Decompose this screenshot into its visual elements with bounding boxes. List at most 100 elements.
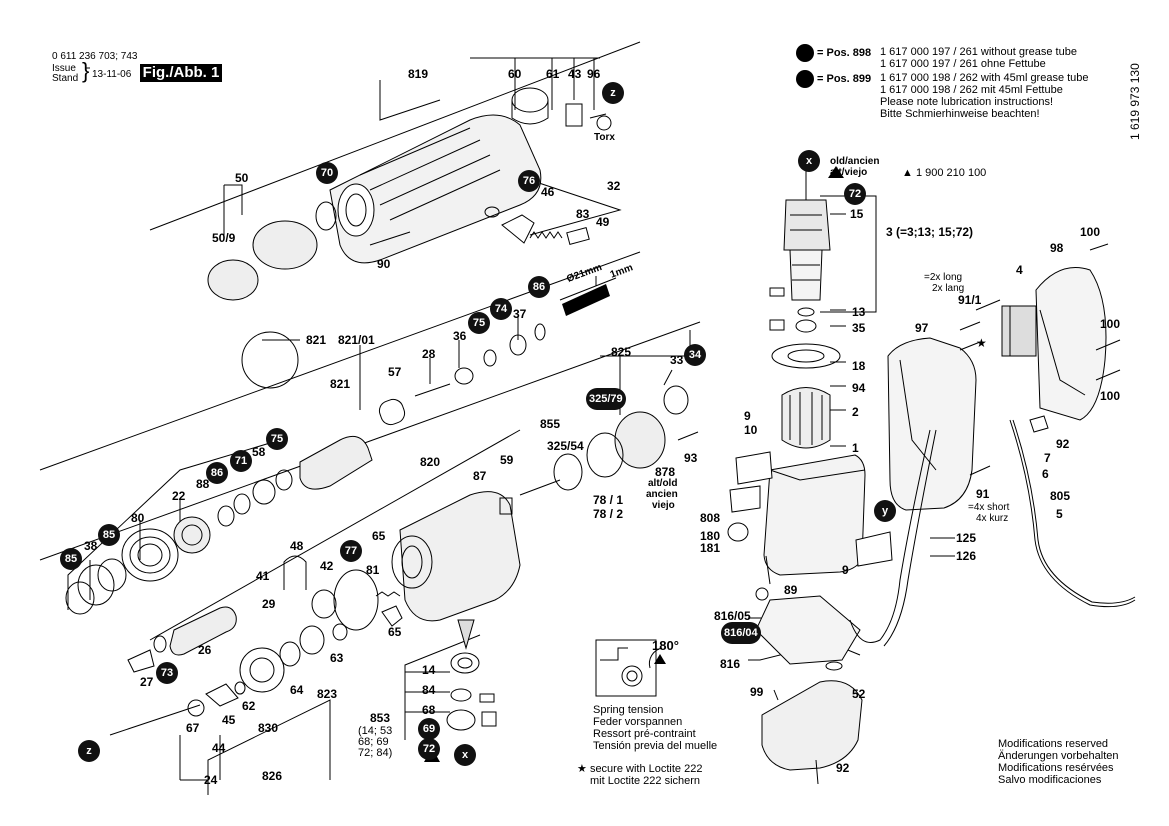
part-label-99: 99: [750, 685, 764, 699]
part-label-84: 84: [422, 683, 436, 697]
part-label-28: 28: [422, 347, 436, 361]
part-label-92: 92: [1056, 437, 1070, 451]
filled-circle-icon: [796, 44, 814, 62]
issue-label: Issue: [52, 63, 76, 74]
part-label-820: 820: [420, 455, 441, 469]
part-badge-72: 72: [844, 183, 866, 205]
old-new-line1: old/ancien: [830, 156, 880, 167]
part-label-808: 808: [700, 511, 721, 525]
part-label-4: 4: [1016, 263, 1023, 277]
loctite-note-de: mit Loctite 222 sichern: [590, 775, 701, 787]
part-label-52: 52: [852, 687, 866, 701]
brace-glyph: }: [82, 58, 90, 83]
part-label-91: 91: [976, 487, 990, 501]
part-badge-x: x: [454, 744, 476, 766]
old-new-part: ▲ 1 900 210 100: [902, 168, 986, 179]
part-badge-69: 69: [418, 718, 440, 740]
part-label-2: 2: [852, 405, 859, 419]
part-label-50: 50: [235, 171, 249, 185]
part-label-62: 62: [242, 699, 256, 713]
spring-note-es: Tensión previa del muelle: [593, 740, 718, 752]
part-label-125: 125: [956, 531, 977, 545]
triangle-icon: ▲: [902, 167, 913, 179]
pos899-label: = Pos. 899: [817, 72, 872, 85]
star-icon: ★: [577, 763, 587, 775]
part-badge-77: 77: [340, 540, 362, 562]
screw-short-en: =4x short: [968, 502, 1010, 513]
part-badge-74: 74: [490, 298, 512, 320]
part-label-81: 81: [366, 563, 380, 577]
part-label-35: 35: [852, 321, 866, 335]
part-label-38: 38: [84, 539, 98, 553]
part-label-36: 36: [453, 329, 467, 343]
part-label-181: 181: [700, 541, 721, 555]
part-label-6: 6: [1042, 467, 1049, 481]
878-old-3: viejo: [652, 500, 675, 511]
stand-label: Stand: [52, 73, 79, 84]
part-label-44: 44: [212, 741, 226, 755]
pos898-note: = Pos. 898: [796, 44, 871, 62]
part-label-50-9: 50/9: [212, 231, 236, 245]
part-label-1: 1: [852, 441, 859, 455]
part-label-91-1: 91/1: [958, 293, 982, 307]
part-badge-75: 75: [266, 428, 288, 450]
part-label-3-3-13-15-72-: 3 (=3;13; 15;72): [886, 225, 974, 239]
853-contents-3: 72; 84): [358, 747, 393, 759]
modifications-es: Salvo modificaciones: [998, 774, 1102, 786]
part-label-87: 87: [473, 469, 487, 483]
part-label-823: 823: [317, 687, 338, 701]
853-contents-1: (14; 53: [358, 725, 393, 737]
part-label-83: 83: [576, 207, 590, 221]
part-label-29: 29: [262, 597, 276, 611]
part-label-48: 48: [290, 539, 304, 553]
part-label-96: 96: [587, 67, 601, 81]
part-badge-70: 70: [316, 162, 338, 184]
part-label-49: 49: [596, 215, 610, 229]
side-code: 1 619 973 130: [1128, 63, 1142, 140]
part-label-37: 37: [513, 307, 527, 321]
878-old-1: alt/old: [648, 478, 678, 489]
part-label-821: 821: [330, 377, 351, 391]
part-label-41: 41: [256, 569, 270, 583]
part-label-7: 7: [1044, 451, 1051, 465]
part-label-92: 92: [836, 761, 850, 775]
part-badge-816-04: 816/04: [721, 622, 761, 644]
part-label-5: 5: [1056, 507, 1063, 521]
pos898-label: = Pos. 898: [817, 46, 872, 59]
spring-note-fr: Ressort pré-contraint: [593, 728, 696, 740]
part-label-100: 100: [1100, 389, 1121, 403]
modifications-fr: Modifications resérvées: [998, 762, 1114, 774]
part-badge-76: 76: [518, 170, 540, 192]
figure-label: Fig./Abb. 1: [140, 64, 222, 82]
loctite-note-en: ★ secure with Loctite 222: [577, 763, 702, 775]
part-label-46: 46: [541, 185, 555, 199]
part-label-58: 58: [252, 445, 266, 459]
part-label-32: 32: [607, 179, 621, 193]
filled-circle-icon: [796, 70, 814, 88]
part-label-78-1: 78 / 1: [593, 493, 624, 507]
part-label-830: 830: [258, 721, 279, 735]
part-badge-y: y: [874, 500, 896, 522]
part-badge-z: z: [602, 82, 624, 104]
part-badge-325-79: 325/79: [586, 388, 626, 410]
part-label-67: 67: [186, 721, 200, 735]
part-badge-72: 72: [418, 738, 440, 760]
torx-label: Torx: [594, 132, 615, 143]
article-number: 0 611 236 703; 743: [52, 51, 138, 62]
modifications-de: Änderungen vorbehalten: [998, 750, 1119, 762]
part-label-89: 89: [784, 583, 798, 597]
part-label-57: 57: [388, 365, 402, 379]
part-label-13: 13: [852, 305, 866, 319]
pos899-note: = Pos. 899: [796, 70, 871, 88]
part-label-15: 15: [850, 207, 864, 221]
lubrication-note-de: Bitte Schmierhinweise beachten!: [880, 108, 1040, 120]
part-label-60: 60: [508, 67, 522, 81]
part-label-61: 61: [546, 67, 560, 81]
spring-note-de: Feder vorspannen: [593, 716, 683, 728]
part-label-33: 33: [670, 353, 684, 367]
screw-long-de: 2x lang: [932, 283, 965, 294]
part-badge-85: 85: [98, 524, 120, 546]
part-label-100: 100: [1080, 225, 1101, 239]
part-label-821: 821: [306, 333, 327, 347]
part-label-65: 65: [388, 625, 402, 639]
